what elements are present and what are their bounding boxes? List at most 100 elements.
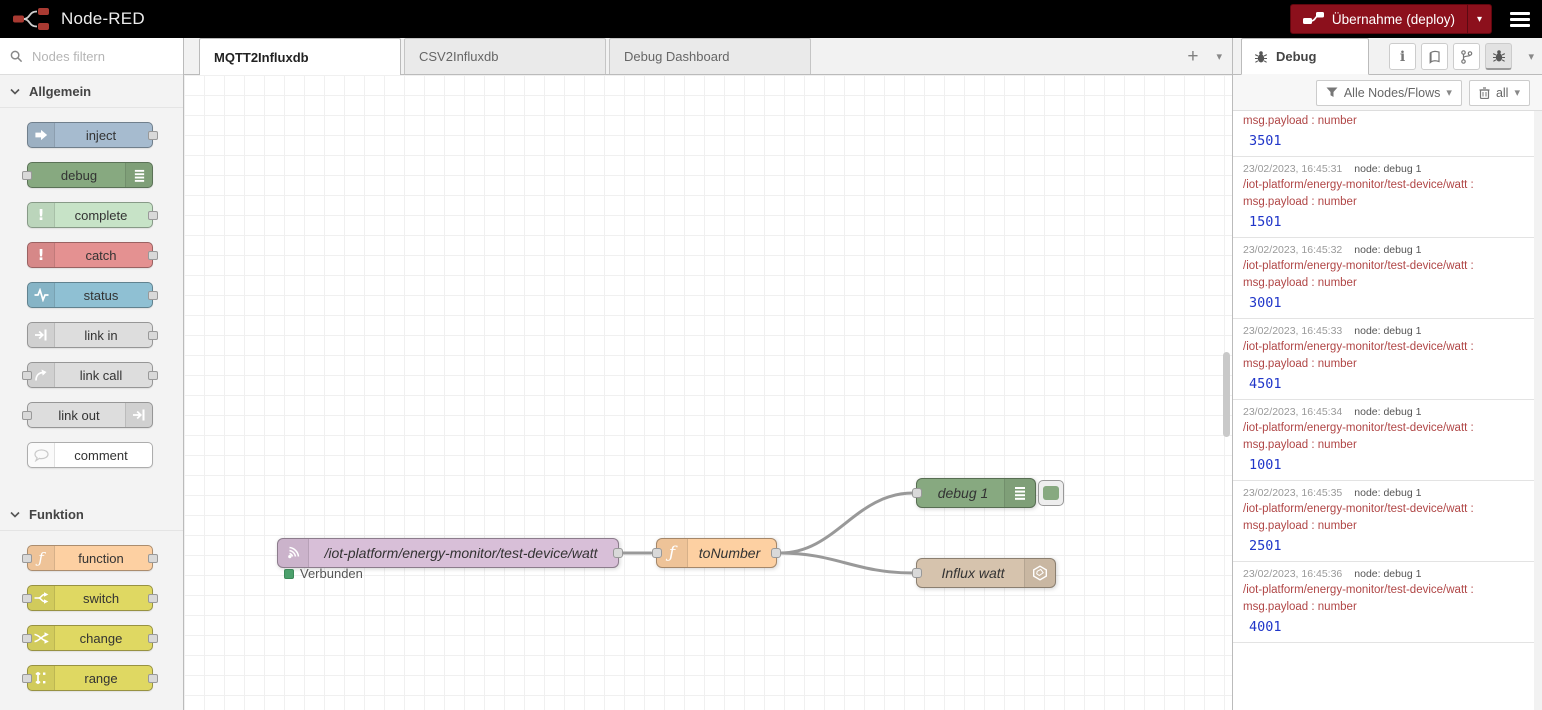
flow-node-influx-watt[interactable]: Influx watt bbox=[912, 558, 1056, 588]
palette-node-label: catch bbox=[85, 247, 117, 263]
influx-input-port[interactable] bbox=[912, 568, 922, 578]
debug-list-icon bbox=[1004, 479, 1035, 507]
node-port bbox=[22, 411, 32, 420]
tab-debug[interactable]: Debug bbox=[1241, 38, 1369, 75]
node-palette: Allgemein inject debug! complete! catch stat… bbox=[0, 38, 184, 710]
message-value: 2501 bbox=[1249, 538, 1282, 554]
function-output-port[interactable] bbox=[771, 548, 781, 558]
palette-node-inject[interactable]: inject bbox=[27, 122, 158, 148]
debug-scrollbar[interactable] bbox=[1534, 111, 1542, 710]
palette-node-label: debug bbox=[60, 167, 98, 183]
palette-search-input[interactable] bbox=[30, 47, 164, 65]
message-timestamp: 23/02/2023, 16:45:33 bbox=[1243, 325, 1343, 337]
message-payload-type: msg.payload : number bbox=[1243, 358, 1357, 370]
app-header: Node-RED Übernahme (deploy) ▾ bbox=[0, 0, 1542, 38]
flow-canvas[interactable]: /iot-platform/energy-monitor/test-device… bbox=[184, 75, 1232, 710]
node-port bbox=[148, 371, 158, 380]
node-port bbox=[148, 131, 158, 140]
debug-message[interactable]: 23/02/2023, 16:45:31 node: debug 1 /iot-p… bbox=[1233, 157, 1534, 238]
message-value: 3001 bbox=[1249, 295, 1282, 311]
palette-node-comment[interactable]: comment bbox=[27, 442, 153, 468]
search-icon bbox=[10, 50, 23, 63]
git-branch-tab-button[interactable] bbox=[1453, 43, 1480, 70]
debug-filter-button[interactable]: Alle Nodes/Flows ▾ bbox=[1315, 79, 1462, 106]
debug-toolbar: Alle Nodes/Flows ▾ all ▾ bbox=[1233, 75, 1542, 111]
palette-node-link-out[interactable]: link out bbox=[22, 402, 153, 428]
debug-clear-button[interactable]: all ▾ bbox=[1468, 79, 1530, 106]
function-input-port[interactable] bbox=[652, 548, 662, 558]
flow-node-mqtt-in[interactable]: /iot-platform/energy-monitor/test-device… bbox=[277, 538, 623, 568]
palette-category-header[interactable]: Funktion bbox=[0, 498, 183, 531]
node-red-logo-icon bbox=[12, 6, 52, 32]
message-source-node: node: debug 1 bbox=[1354, 163, 1422, 175]
debug-sidebar: Debug i bbox=[1232, 38, 1542, 710]
palette-node-status[interactable]: status bbox=[27, 282, 158, 308]
message-topic: /iot-platform/energy-monitor/test-device… bbox=[1243, 179, 1474, 191]
canvas-vertical-scrollbar[interactable] bbox=[1223, 352, 1230, 437]
flow-node-debug1[interactable]: debug 1 bbox=[912, 478, 1064, 508]
bug-icon bbox=[1254, 50, 1268, 64]
deploy-button[interactable]: Übernahme (deploy) ▾ bbox=[1289, 4, 1492, 34]
debug-message-list[interactable]: msg.payload : number 3501 23/02/2023, 16… bbox=[1233, 111, 1542, 710]
range-icon bbox=[28, 666, 55, 690]
debug-input-port[interactable] bbox=[912, 488, 922, 498]
flow-node-tonumber[interactable]: ƒ toNumber bbox=[652, 538, 781, 568]
palette-node-switch[interactable]: switch bbox=[22, 585, 158, 611]
message-topic: /iot-platform/energy-monitor/test-device… bbox=[1243, 584, 1474, 596]
function-node-label: toNumber bbox=[698, 545, 761, 561]
switch-icon bbox=[28, 586, 55, 610]
debug-message[interactable]: msg.payload : number 3501 bbox=[1233, 111, 1534, 157]
palette-search[interactable] bbox=[0, 38, 183, 75]
palette-node-label: status bbox=[83, 287, 119, 303]
palette-node-debug[interactable]: debug bbox=[22, 162, 153, 188]
palette-node-label: link call bbox=[79, 367, 123, 383]
node-port bbox=[148, 594, 158, 603]
node-port bbox=[148, 634, 158, 643]
add-flow-button[interactable]: + bbox=[1187, 45, 1199, 67]
mqtt-output-port[interactable] bbox=[613, 548, 623, 558]
flow-list-caret[interactable]: ▾ bbox=[1216, 50, 1222, 63]
message-timestamp: 23/02/2023, 16:45:31 bbox=[1243, 163, 1343, 175]
flow-tab-csv2influxdb[interactable]: CSV2Influxdb bbox=[404, 38, 606, 74]
sidebar-options-caret[interactable]: ▾ bbox=[1528, 51, 1534, 63]
palette-node-catch[interactable]: ! catch bbox=[27, 242, 158, 268]
chevron-down-icon bbox=[10, 88, 20, 95]
palette-node-link-call[interactable]: link call bbox=[22, 362, 158, 388]
flow-tab-debug-dashboard[interactable]: Debug Dashboard bbox=[609, 38, 811, 74]
sidebar-tabrow: Debug i bbox=[1233, 38, 1542, 75]
palette-node-complete[interactable]: ! complete bbox=[27, 202, 158, 228]
palette-node-label: complete bbox=[74, 207, 128, 223]
deploy-options-caret[interactable]: ▾ bbox=[1466, 5, 1491, 33]
main-menu-button[interactable] bbox=[1508, 8, 1532, 31]
message-source-node: node: debug 1 bbox=[1354, 244, 1422, 256]
palette-node-range[interactable]: range bbox=[22, 665, 158, 691]
debug-tab-button[interactable] bbox=[1485, 43, 1512, 70]
node-port bbox=[22, 634, 32, 643]
message-value: 1501 bbox=[1249, 214, 1282, 230]
node-port bbox=[148, 291, 158, 300]
mqtt-node-status: Verbunden bbox=[284, 566, 363, 581]
influx-node-label: Influx watt bbox=[941, 565, 1005, 581]
palette-node-link-in[interactable]: link in bbox=[27, 322, 158, 348]
palette-category-header[interactable]: Allgemein bbox=[0, 75, 183, 108]
message-topic: /iot-platform/energy-monitor/test-device… bbox=[1243, 260, 1474, 272]
deploy-label: Übernahme (deploy) bbox=[1331, 11, 1455, 27]
exclamation-icon: ! bbox=[28, 203, 55, 227]
exclamation-icon: ! bbox=[28, 243, 55, 267]
flow-tab-mqtt2influxdb[interactable]: MQTT2Influxdb bbox=[199, 38, 401, 75]
status-connected-icon bbox=[284, 568, 294, 579]
info-tab-button[interactable]: i bbox=[1389, 43, 1416, 70]
palette-node-label: range bbox=[84, 670, 118, 686]
debug-list-icon bbox=[125, 163, 152, 187]
help-tab-button[interactable] bbox=[1421, 43, 1448, 70]
palette-node-change[interactable]: change bbox=[22, 625, 158, 651]
debug-enable-toggle[interactable] bbox=[1038, 480, 1064, 506]
message-topic: /iot-platform/energy-monitor/test-device… bbox=[1243, 422, 1474, 434]
